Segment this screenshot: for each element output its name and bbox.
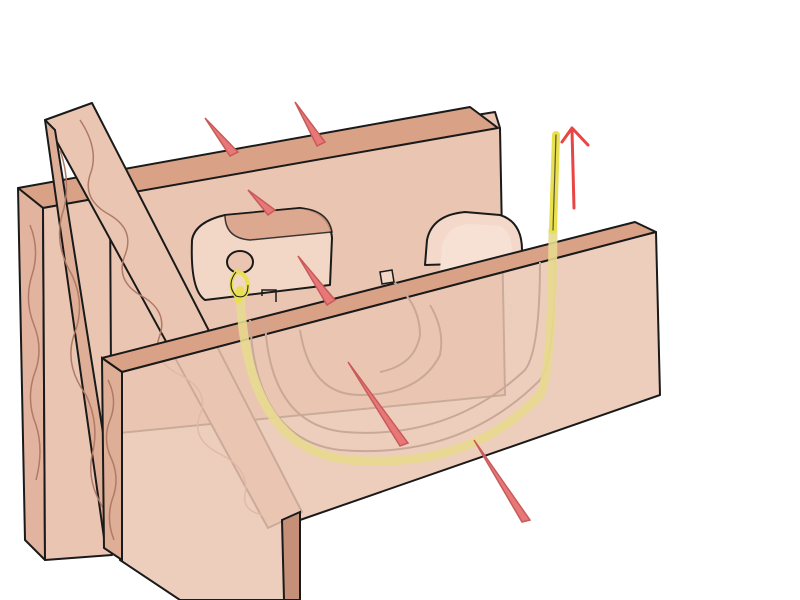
pins-front-row [297, 255, 532, 523]
pins-back-row [204, 101, 327, 157]
pin-upper-left [247, 189, 277, 217]
wire-loop-outline [230, 271, 249, 298]
left-clamp-block [190, 207, 333, 302]
pull-arrow [560, 126, 590, 210]
brace-stub [379, 269, 395, 285]
